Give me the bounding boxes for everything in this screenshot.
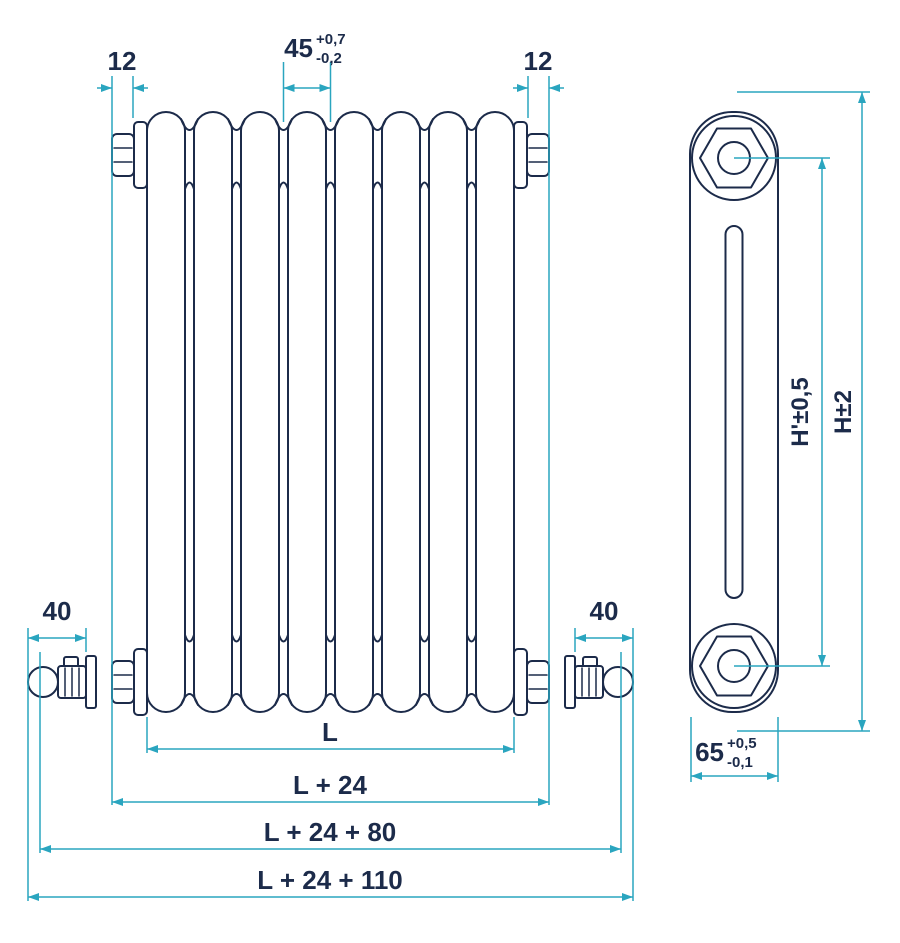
radiator-front-view	[27, 111, 634, 716]
dim-label-pitch-plus: +0,7	[316, 31, 346, 48]
plug-flange	[513, 648, 528, 716]
plug-hex-lines	[528, 147, 548, 163]
bottom-plug-right	[513, 648, 550, 716]
dim-label-valve-right: 40	[590, 596, 619, 626]
radiator-tube	[193, 111, 233, 713]
dim-label-length-plugs: L + 24	[293, 770, 368, 800]
valve-ball	[602, 666, 634, 698]
section-junction	[227, 118, 246, 706]
dim-label-pitch-minus: -0,2	[316, 50, 342, 67]
side-channel	[724, 225, 744, 599]
dim-label-length-overall: L + 24 + 110	[257, 865, 403, 895]
plug-cap	[526, 660, 550, 704]
plug-cap	[526, 133, 550, 177]
plug-hex-lines	[528, 674, 548, 690]
radiator-columns	[146, 111, 515, 713]
dim-label-depth-minus: -0,1	[727, 754, 753, 771]
plug-cap	[111, 660, 135, 704]
radiator-tube	[146, 111, 186, 713]
radiator-tube	[240, 111, 280, 713]
dim-label-depth: 65	[695, 737, 724, 767]
dim-label-stub-right: 12	[524, 46, 553, 76]
radiator-tube	[475, 111, 515, 713]
section-junction	[368, 118, 387, 706]
dimension-lines	[27, 62, 870, 901]
plug-flange	[513, 121, 528, 189]
dim-label-depth-plus: +0,5	[727, 735, 757, 752]
dim-label-valve-left: 40	[43, 596, 72, 626]
dim-label-length: L	[322, 717, 338, 747]
top-plug-left	[111, 121, 148, 189]
radiator-tube	[334, 111, 374, 713]
plug-cap	[111, 133, 135, 177]
plug-hex-lines	[113, 674, 133, 690]
top-plug-right	[513, 121, 550, 189]
bottom-plug-left	[111, 648, 148, 716]
dimension-labels: 12 45 +0,7 -0,2 12 40 40 L L + 24 L + 24…	[43, 31, 857, 895]
section-junction	[274, 118, 293, 706]
dim-label-height-centers: H'±0,5	[787, 377, 814, 447]
radiator-tube	[381, 111, 421, 713]
radiator-tube	[428, 111, 468, 713]
valve-ribs	[581, 667, 597, 697]
dim-label-height-overall: H±2	[830, 390, 857, 434]
section-junction	[415, 118, 434, 706]
section-junction	[462, 118, 481, 706]
radiator-tube	[287, 111, 327, 713]
dim-label-length-valves: L + 24 + 80	[264, 817, 397, 847]
dim-label-stub-left: 12	[108, 46, 137, 76]
section-junction	[180, 118, 199, 706]
plug-hex-lines	[113, 147, 133, 163]
valve-flange	[85, 655, 97, 709]
ext-lines-pitch	[282, 62, 332, 122]
valve-left	[27, 655, 97, 709]
top-boss-hex	[699, 127, 769, 189]
section-junction	[321, 118, 340, 706]
plug-flange	[133, 648, 148, 716]
valve-flange	[564, 655, 576, 709]
dim-label-pitch: 45	[284, 33, 313, 63]
valve-ribs	[64, 667, 80, 697]
ext-lines-depth	[690, 717, 779, 782]
valve-ball	[27, 666, 59, 698]
side-body	[689, 111, 779, 713]
bottom-boss-hex	[699, 635, 769, 697]
radiator-side-view	[689, 111, 779, 713]
plug-flange	[133, 121, 148, 189]
valve-right	[564, 655, 634, 709]
